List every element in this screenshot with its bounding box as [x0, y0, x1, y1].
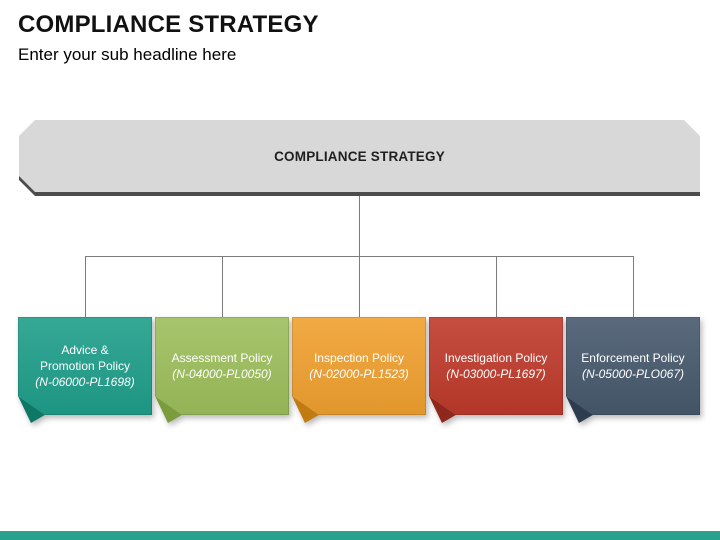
policy-node-text: Investigation Policy (N-03000-PL1697) — [439, 348, 554, 384]
policy-node-assessment: Assessment Policy (N-04000-PL0050) — [155, 317, 289, 423]
policy-code: (N-04000-PL0050) — [172, 367, 272, 381]
policy-code: (N-03000-PL1697) — [446, 367, 546, 381]
policy-node-text: Assessment Policy (N-04000-PL0050) — [166, 348, 279, 384]
policy-name: Inspection Policy — [313, 350, 405, 365]
banner: COMPLIANCE STRATEGY — [19, 120, 700, 196]
banner-label: COMPLIANCE STRATEGY — [274, 148, 445, 164]
policy-code: (N-02000-PL1523) — [309, 367, 409, 381]
policy-name: Advice & Promotion Policy — [39, 342, 131, 373]
policy-node-shape: Investigation Policy (N-03000-PL1697) — [429, 317, 563, 415]
policy-node-shape: Assessment Policy (N-04000-PL0050) — [155, 317, 289, 415]
policy-name: Investigation Policy — [444, 350, 548, 365]
connector-drop-1 — [85, 256, 86, 317]
policy-node-text: Advice & Promotion Policy (N-06000-PL169… — [29, 340, 140, 393]
policy-name: Assessment Policy — [171, 350, 273, 365]
page-title: COMPLIANCE STRATEGY — [18, 11, 319, 38]
connector-drop-3 — [359, 256, 360, 317]
policy-node-investigation: Investigation Policy (N-03000-PL1697) — [429, 317, 563, 423]
connector-drop-4 — [496, 256, 497, 317]
policy-node-shape: Enforcement Policy (N-05000-PLO067) — [566, 317, 700, 415]
connector-trunk — [359, 196, 360, 256]
policy-code: (N-05000-PLO067) — [581, 367, 685, 381]
policy-code: (N-06000-PL1698) — [35, 375, 135, 390]
connector-drop-2 — [222, 256, 223, 317]
policy-node-text: Enforcement Policy (N-05000-PLO067) — [575, 348, 690, 384]
banner-plaque: COMPLIANCE STRATEGY — [19, 120, 700, 192]
policy-node-shape: Inspection Policy (N-02000-PL1523) — [292, 317, 426, 415]
policy-node-enforcement: Enforcement Policy (N-05000-PLO067) — [566, 317, 700, 423]
policy-node-advice-promotion: Advice & Promotion Policy (N-06000-PL169… — [18, 317, 152, 423]
policy-name: Enforcement Policy — [581, 350, 685, 365]
connector-drop-5 — [633, 256, 634, 317]
policy-node-inspection: Inspection Policy (N-02000-PL1523) — [292, 317, 426, 423]
policy-node-text: Inspection Policy (N-02000-PL1523) — [303, 348, 414, 384]
bottom-accent-bar — [0, 531, 720, 540]
policy-node-shape: Advice & Promotion Policy (N-06000-PL169… — [18, 317, 152, 415]
page-subtitle: Enter your sub headline here — [18, 45, 237, 64]
